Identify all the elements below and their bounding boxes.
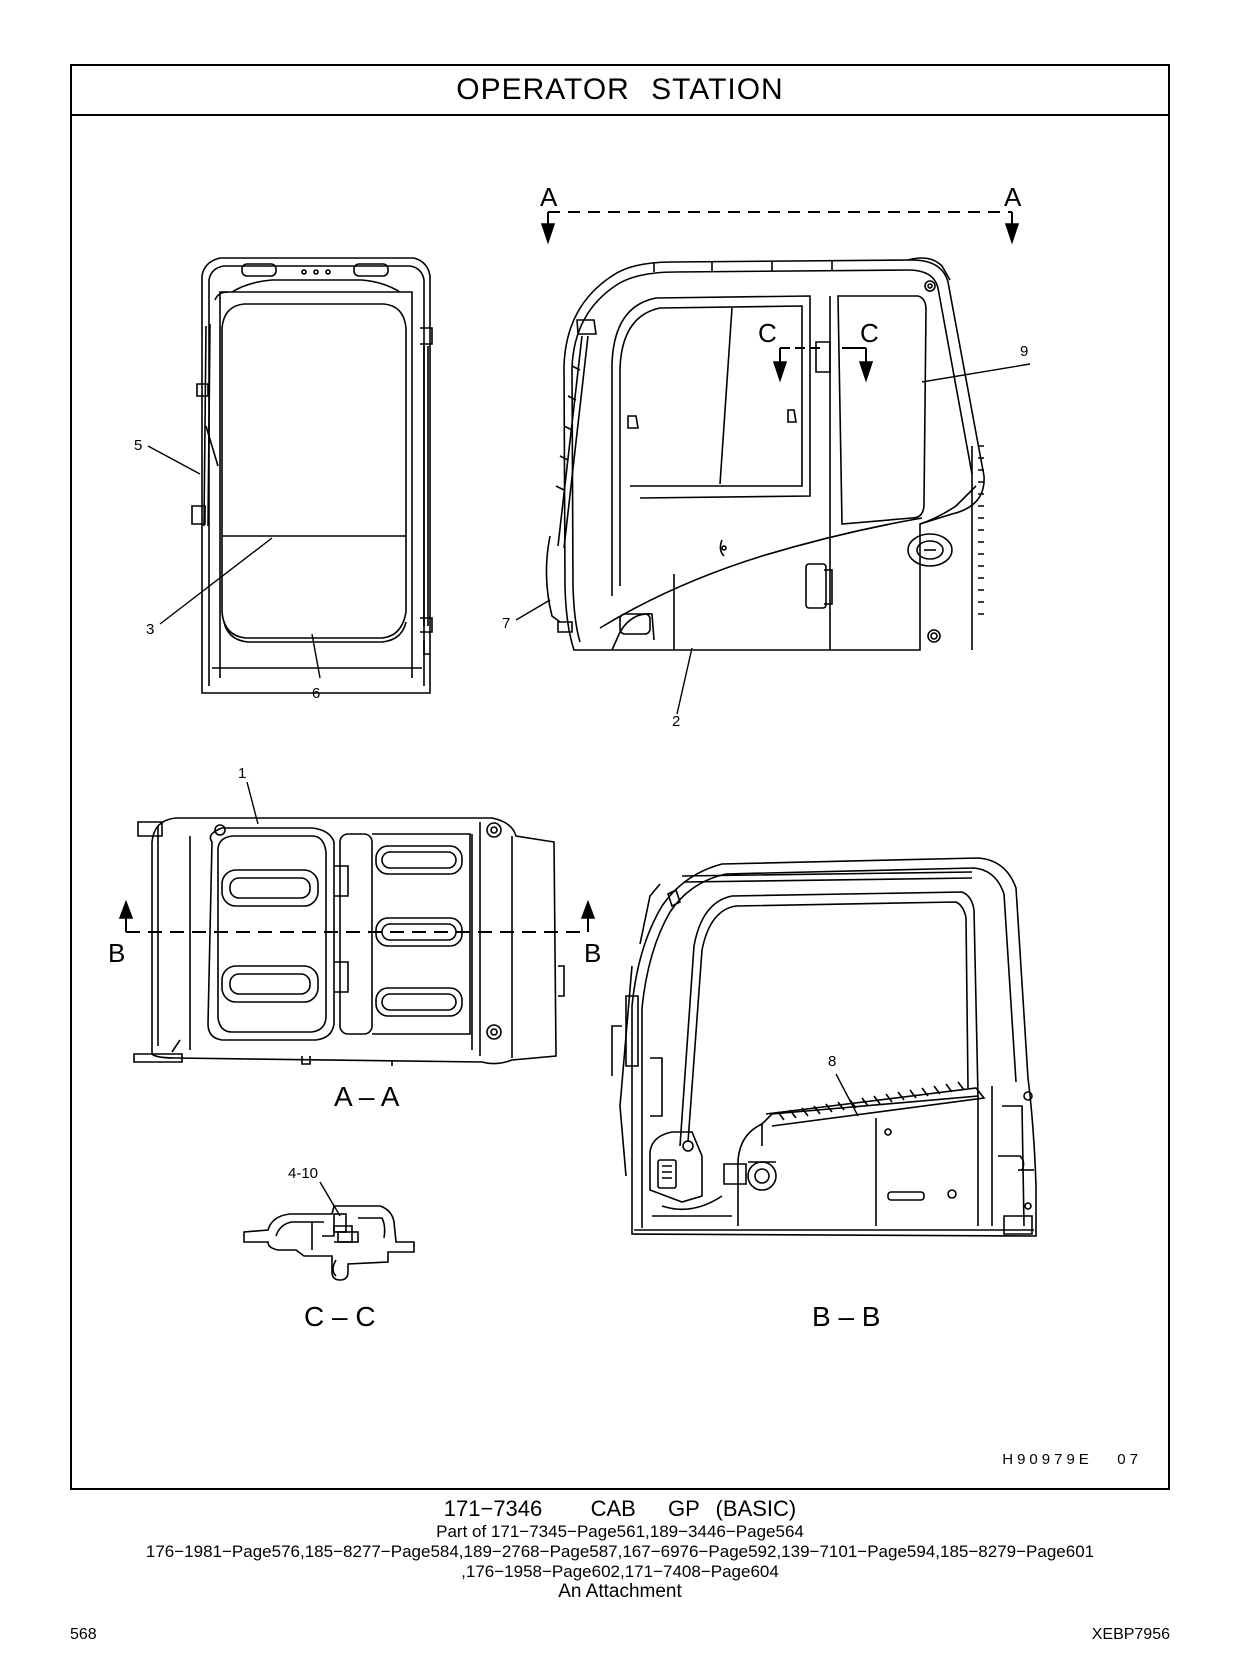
callout-7: 7 <box>502 615 510 632</box>
section-c-right-marker: C <box>860 318 879 348</box>
page-number: 568 <box>70 1626 97 1643</box>
diagram-labels: A A C C B B A – A C – C B – B 5 3 6 2 7 … <box>108 182 1028 1332</box>
section-c-left-marker: C <box>758 318 777 348</box>
callout-leaders <box>147 363 1031 1217</box>
callout-1: 1 <box>238 765 246 782</box>
section-b-right-marker: B <box>584 938 601 968</box>
section-line-c <box>772 347 874 383</box>
view-label-aa: A – A <box>334 1081 400 1112</box>
drawing-frame: OPERATOR STATION <box>70 64 1170 1490</box>
section-line-a <box>540 211 1020 245</box>
document-code: XEBP7956 <box>1091 1626 1170 1643</box>
callout-3: 3 <box>146 621 154 638</box>
view-label-bb: B – B <box>812 1301 880 1332</box>
section-line-b <box>118 899 596 933</box>
cab-section-view-bb <box>611 857 1037 1237</box>
cab-side-view <box>545 257 985 651</box>
callout-6: 6 <box>312 685 320 702</box>
seal-detail-cc <box>243 1205 415 1281</box>
caption-refs-line-2: ,176−1958−Page602,171−7408−Page604 <box>461 1562 779 1581</box>
caption-part-of: Part of 171−7345−Page561,189−3446−Page56… <box>436 1522 804 1541</box>
caption-refs-line-1: 176−1981−Page576,185−8277−Page584,189−27… <box>145 1542 1095 1561</box>
parts-diagram: A A C C B B A – A C – C B – B 5 3 6 2 7 … <box>108 182 1037 1332</box>
cab-front-view <box>191 257 433 694</box>
section-b-left-marker: B <box>108 938 125 968</box>
view-label-cc: C – C <box>304 1301 376 1332</box>
callout-9: 9 <box>1020 343 1028 360</box>
caption-title: 171−7346 CAB GP (BASIC) <box>443 1496 797 1521</box>
parts-caption: 171−7346 CAB GP (BASIC) Part of 171−7345… <box>0 1496 1240 1602</box>
callout-2: 2 <box>672 713 680 730</box>
section-a-right-marker: A <box>1004 182 1022 212</box>
section-a-left-marker: A <box>540 182 558 212</box>
callout-8: 8 <box>828 1053 836 1070</box>
drawing-id: H90979E 07 <box>1002 1451 1142 1468</box>
callout-4-10: 4-10 <box>288 1165 318 1182</box>
caption-attachment: An Attachment <box>558 1581 682 1602</box>
page-title: OPERATOR STATION <box>72 66 1168 116</box>
callout-5: 5 <box>134 437 142 454</box>
cab-top-view-aa <box>133 817 565 1066</box>
